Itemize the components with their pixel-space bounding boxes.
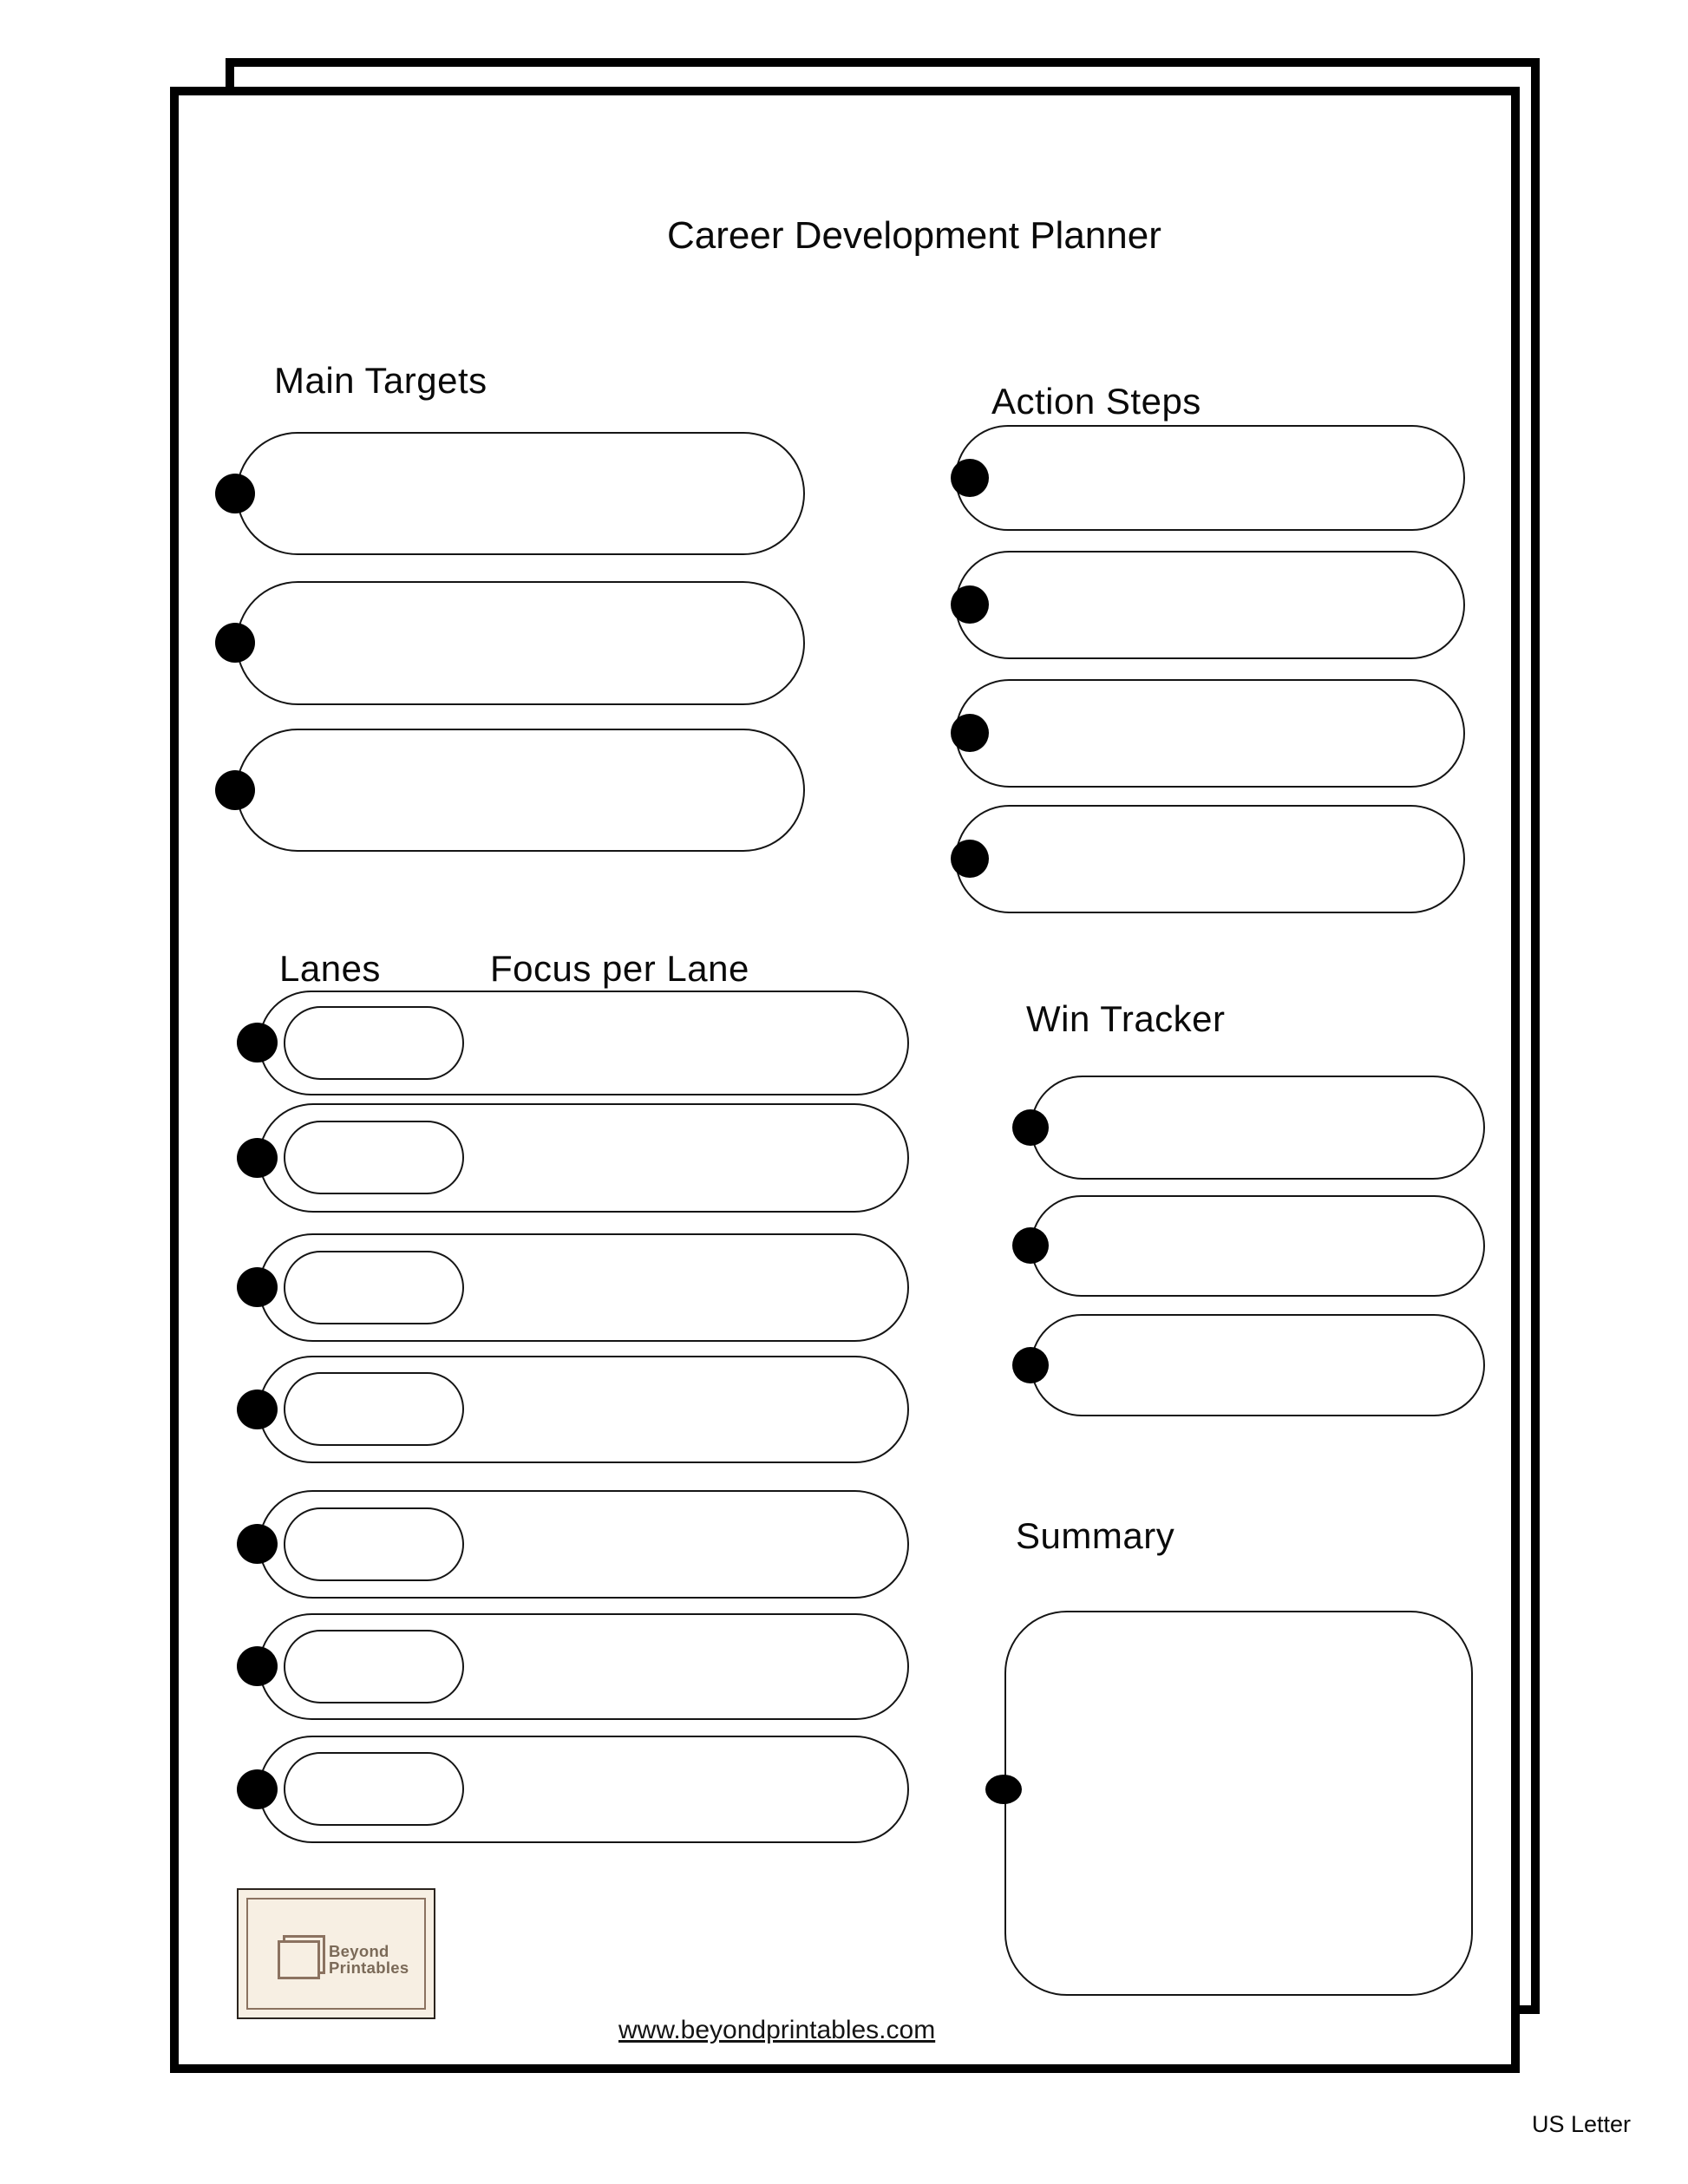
bullet-dot-icon bbox=[1012, 1227, 1049, 1264]
brand-logo: Beyond Printables bbox=[237, 1888, 435, 2019]
bullet-dot-icon bbox=[951, 585, 989, 624]
win-tracker-heading: Win Tracker bbox=[1026, 998, 1226, 1039]
bullet-dot-icon bbox=[951, 714, 989, 752]
win-tracker-field-3 bbox=[1030, 1314, 1485, 1416]
bullet-dot-icon bbox=[237, 1646, 278, 1686]
pages-icon bbox=[278, 1940, 320, 1979]
win-tracker-field-1 bbox=[1030, 1076, 1485, 1180]
logo-word-line1: Beyond bbox=[329, 1942, 389, 1960]
bullet-dot-icon bbox=[951, 840, 989, 878]
bullet-dot-icon bbox=[237, 1267, 278, 1307]
action-step-field-4 bbox=[955, 805, 1465, 913]
bullet-dot-icon bbox=[237, 1524, 278, 1564]
main-targets-heading: Main Targets bbox=[274, 360, 487, 401]
main-target-field-3 bbox=[236, 729, 805, 852]
lane-name-field-3 bbox=[284, 1251, 464, 1324]
win-tracker-field-2 bbox=[1030, 1195, 1485, 1297]
lane-name-field-4 bbox=[284, 1372, 464, 1446]
logo-word-line2: Printables bbox=[329, 1958, 409, 1977]
logo-wordmark: Beyond Printables bbox=[329, 1943, 409, 1976]
bullet-dot-icon bbox=[237, 1390, 278, 1429]
lane-name-field-5 bbox=[284, 1507, 464, 1581]
bullet-dot-icon bbox=[237, 1769, 278, 1809]
bullet-dot-icon bbox=[237, 1138, 278, 1178]
lane-name-field-7 bbox=[284, 1752, 464, 1826]
logo-inner-frame bbox=[246, 1898, 426, 2010]
summary-heading: Summary bbox=[1016, 1515, 1175, 1556]
bullet-dot-icon bbox=[951, 459, 989, 497]
focus-per-lane-heading: Focus per Lane bbox=[490, 948, 749, 989]
bullet-dot-icon bbox=[215, 770, 255, 810]
lane-name-field-2 bbox=[284, 1121, 464, 1194]
bullet-dot-icon bbox=[1012, 1109, 1049, 1146]
summary-field bbox=[1004, 1611, 1473, 1996]
action-step-field-3 bbox=[955, 679, 1465, 788]
page-title: Career Development Planner bbox=[667, 214, 1161, 257]
lanes-heading: Lanes bbox=[279, 948, 381, 989]
action-steps-heading: Action Steps bbox=[991, 381, 1201, 422]
action-step-field-2 bbox=[955, 551, 1465, 659]
paper-size-label: US Letter bbox=[1532, 2111, 1632, 2137]
bullet-dot-icon bbox=[215, 623, 255, 663]
bullet-dot-icon bbox=[237, 1023, 278, 1063]
lane-name-field-6 bbox=[284, 1630, 464, 1703]
website-link[interactable]: www.beyondprintables.com bbox=[618, 2016, 936, 2044]
lane-name-field-1 bbox=[284, 1006, 464, 1080]
main-target-field-1 bbox=[236, 432, 805, 555]
bullet-dot-icon bbox=[1012, 1347, 1049, 1383]
action-step-field-1 bbox=[955, 425, 1465, 531]
bullet-dot-icon bbox=[985, 1775, 1022, 1804]
bullet-dot-icon bbox=[215, 474, 255, 513]
main-target-field-2 bbox=[236, 581, 805, 705]
